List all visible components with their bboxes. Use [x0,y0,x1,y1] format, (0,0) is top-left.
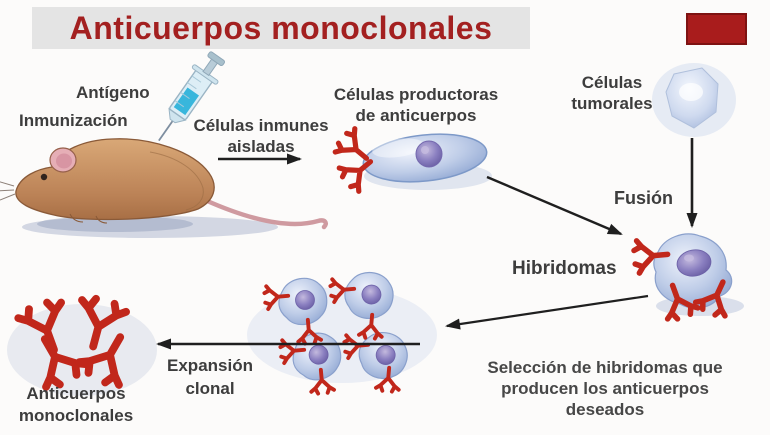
label-anticuerpos-monoclonales: Anticuerpos monoclonales [18,384,134,425]
label-celulas-inmunes: Células inmunes aisladas [193,116,329,156]
arrow-selection [445,294,649,330]
mouse-tail [202,197,328,230]
label-seleccion: Selección de hibridomas que producen los… [487,358,723,419]
page-title: Anticuerpos monoclonales [69,9,493,46]
syringe-icon [158,51,226,142]
mouse-eye [40,173,48,181]
tumor-cell-icon [665,67,719,129]
mouse-shadow [22,216,278,238]
arrow-to-hybridoma [486,175,623,236]
label-celulas-tumorales: Células tumorales [571,73,653,113]
label-antigeno: Antígeno [76,83,150,102]
label-celulas-productoras: Células productoras de anticuerpos [333,85,499,125]
mouse-illustration [0,138,328,230]
label-hibridomas: Hibridomas [512,258,617,279]
mouse-haunch [149,151,204,211]
label-inmunizacion: Inmunización [19,111,128,130]
label-fusion: Fusión [614,188,673,208]
mouse-ear-inner [56,153,72,169]
title-box: Anticuerpos monoclonales [32,7,530,49]
corner-red-rectangle [686,13,747,45]
mouse-whiskers [0,181,16,201]
mouse-feet [69,213,108,224]
producer-cell-icon [362,133,488,183]
label-expansion-clonal: Expansión clonal [167,356,253,398]
